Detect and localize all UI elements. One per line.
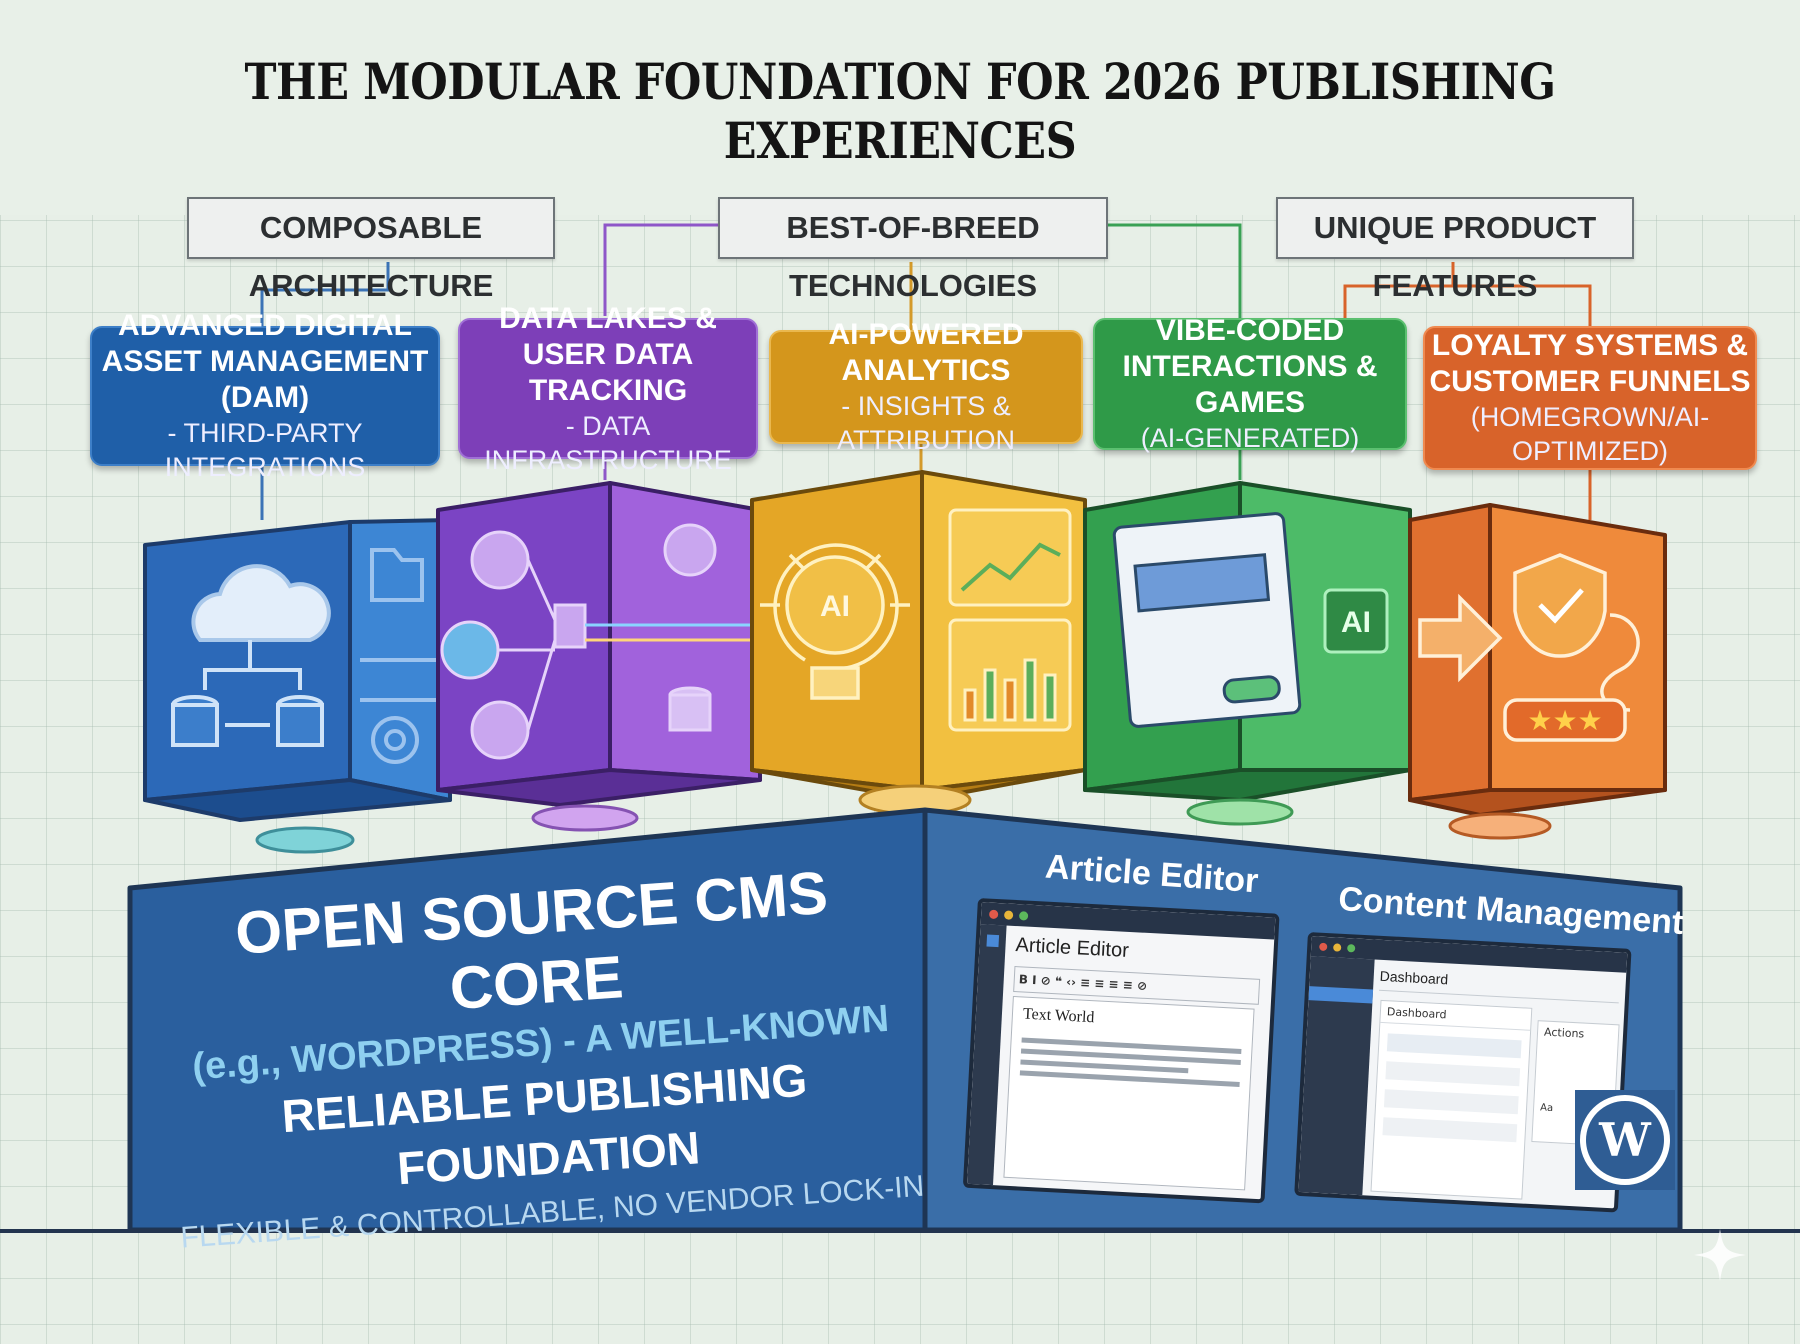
cms-sidebar	[1298, 956, 1375, 1196]
module-subtitle: (HOMEGROWN/AI-OPTIMIZED)	[1470, 402, 1710, 466]
module-card-dam: ADVANCED DIGITAL ASSET MANAGEMENT (DAM) …	[90, 309, 440, 482]
connector-best-datalake	[603, 223, 718, 316]
cloud-database-icon	[171, 564, 331, 747]
module-heading: ADVANCED DIGITAL ASSET MANAGEMENT (DAM)	[101, 309, 429, 414]
editor-sidebar-item-icon[interactable]	[986, 934, 1000, 948]
page-title: THE MODULAR FOUNDATION FOR 2026 PUBLISHI…	[244, 52, 1556, 170]
maximize-dot-icon[interactable]	[1018, 910, 1029, 921]
wordpress-logo-icon: W	[1575, 1090, 1675, 1190]
loyalty-cube	[1408, 503, 1667, 817]
close-dot-icon[interactable]	[988, 909, 999, 919]
ai-bulb-label: AI	[820, 590, 850, 623]
cms-list-row[interactable]	[1383, 1089, 1519, 1115]
connector-best-vibe	[1104, 223, 1242, 318]
header-background	[0, 0, 1800, 215]
cms-dashboard-panel: Dashboard	[1370, 999, 1533, 1200]
connector-unique-left	[1343, 262, 1455, 318]
connector-cylinders	[255, 784, 1552, 854]
cms-window-title: Dashboard	[1379, 967, 1620, 1004]
cms-panel-title: Dashboard	[1380, 1000, 1532, 1031]
module-subtitle: (AI-GENERATED)	[1140, 423, 1360, 453]
cms-list-row[interactable]	[1385, 1061, 1521, 1087]
module-heading: DATA LAKES & USER DATA TRACKING	[499, 301, 717, 407]
text-line	[1019, 1070, 1240, 1087]
cms-sidebar-active-item[interactable]	[1308, 986, 1374, 1004]
svg-text:★★★: ★★★	[1527, 704, 1602, 737]
category-best-of-breed: BEST-OF-BREED TECHNOLOGIES	[718, 197, 1108, 303]
cms-list-row[interactable]	[1382, 1117, 1518, 1143]
module-card-ai-analytics: AI-POWERED ANALYTICS - INSIGHTS & ATTRIB…	[769, 318, 1083, 455]
editor-body-text: Text World	[1022, 1005, 1095, 1027]
module-subtitle: - DATA INFRASTRUCTURE	[484, 410, 732, 475]
module-heading: AI-POWERED ANALYTICS	[828, 318, 1024, 387]
shield-stars-icon: ★★★	[1418, 553, 1640, 742]
close-dot-icon[interactable]	[1319, 942, 1328, 952]
minimize-dot-icon[interactable]	[1333, 943, 1342, 952]
svg-text:W: W	[1598, 1113, 1652, 1167]
module-card-loyalty: LOYALTY SYSTEMS & CUSTOMER FUNNELS (HOME…	[1423, 326, 1757, 470]
module-card-data-lakes: DATA LAKES & USER DATA TRACKING - DATA I…	[458, 302, 758, 475]
module-heading: VIBE-CODED INTERACTIONS & GAMES	[1122, 314, 1378, 419]
folder-gear-icon	[360, 548, 445, 764]
maximize-dot-icon[interactable]	[1347, 944, 1356, 953]
user-data-flow-icon	[440, 523, 760, 760]
module-subtitle: - INSIGHTS & ATTRIBUTION	[837, 391, 1015, 455]
cms-list-row[interactable]	[1386, 1033, 1522, 1059]
connector-composable-dam	[260, 262, 390, 326]
module-heading: LOYALTY SYSTEMS & CUSTOMER FUNNELS	[1429, 329, 1751, 398]
category-composable-architecture: COMPOSABLE ARCHITECTURE	[187, 197, 555, 303]
minimize-dot-icon[interactable]	[1003, 909, 1014, 920]
category-unique-features: UNIQUE PRODUCT FEATURES	[1276, 197, 1634, 303]
editor-body[interactable]: Text World	[1003, 995, 1255, 1191]
sparkle-icon	[1694, 1229, 1746, 1281]
browser-ai-chip-icon	[1112, 512, 1389, 728]
ai-lightbulb-icon	[760, 543, 910, 700]
module-subtitle: - THIRD-PARTY INTEGRATIONS	[164, 418, 366, 482]
core-text-group: OPEN SOURCE CMS CORE (e.g., WORDPRESS) -…	[150, 852, 933, 1264]
connector-lines	[260, 223, 1592, 520]
editor-window-title: Article Editor	[1015, 934, 1130, 962]
module-card-vibe-coded: VIBE-CODED INTERACTIONS & GAMES (AI-GENE…	[1093, 314, 1407, 453]
chart-panels-icon	[948, 508, 1072, 732]
connector-unique-right	[1453, 284, 1592, 326]
article-editor-window: Article Editor B I ⊘ ❝ ‹› ≡ ≡ ≡ ≡ ⊘ Text…	[962, 898, 1280, 1204]
ai-chip-label: AI	[1341, 606, 1371, 639]
